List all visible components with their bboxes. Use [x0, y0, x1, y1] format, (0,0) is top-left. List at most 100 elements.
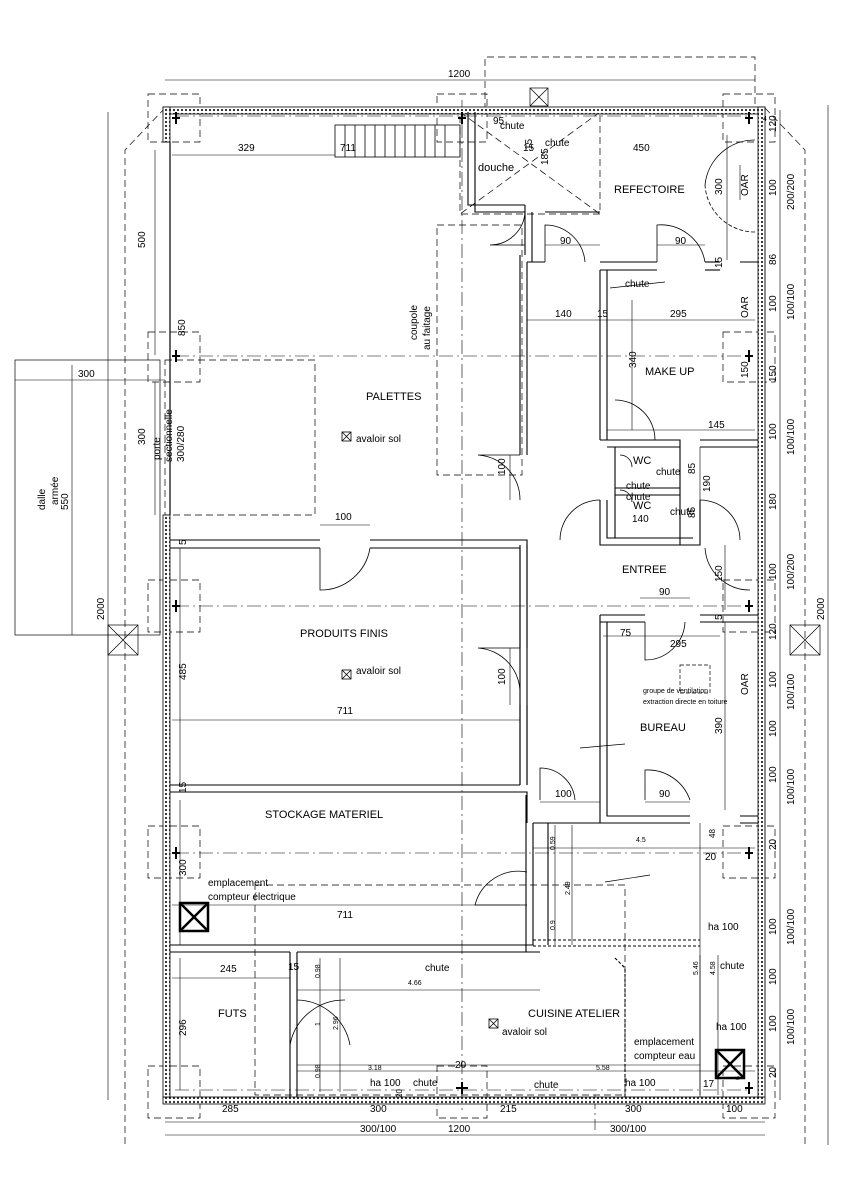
- dim-1: 1: [315, 1022, 322, 1026]
- dim-100-r4: 100: [768, 563, 779, 580]
- chute-label-4: chute: [656, 467, 681, 478]
- dim-100-100-e: 100/100: [786, 908, 797, 945]
- dim-100-b: 100: [555, 789, 572, 800]
- dim-15-f: 15: [714, 256, 725, 268]
- dim-15-d: 15: [178, 781, 189, 793]
- dim-100-r9: 100: [768, 968, 779, 985]
- dim-total-width-top: 1200: [448, 69, 471, 80]
- dalle-label-2: armée: [50, 476, 61, 505]
- dim-150-b: 150: [714, 565, 725, 582]
- water-meter-label-2: compteur eau: [634, 1051, 695, 1062]
- dim-total-height-left: 2000: [96, 597, 107, 620]
- floor-drain-icon: [341, 431, 499, 1029]
- dim-295-a: 295: [670, 309, 687, 320]
- oar-label-3: OAR: [740, 673, 751, 695]
- dim-190: 190: [702, 475, 713, 492]
- dim-300-porte: 300: [137, 428, 148, 445]
- dimension-texts: 1200 1200 329 711 95 15 450 90 90 140 15…: [78, 69, 767, 1135]
- dim-550: 550: [60, 493, 71, 510]
- room-refectoire: REFECTOIRE: [614, 184, 685, 196]
- chute-label-1: chute: [500, 121, 525, 132]
- electric-meter-icon: [178, 901, 210, 933]
- dim-185: 185: [540, 148, 551, 165]
- dim-100-r7: 100: [768, 766, 779, 783]
- columns: [172, 112, 753, 1094]
- dalle-label-1: dalle: [37, 488, 48, 510]
- room-produits-finis: PRODUITS FINIS: [300, 628, 388, 640]
- chute-label-11: chute: [534, 1080, 559, 1091]
- porte-label-2: sectionnelle: [164, 409, 175, 462]
- dim-300-slab: 300: [78, 369, 95, 380]
- room-wc-2: WC: [633, 500, 651, 512]
- water-meter-label-1: emplacement: [634, 1037, 694, 1048]
- dim-5-58: 5.58: [596, 1065, 610, 1072]
- dim-329: 329: [238, 143, 255, 154]
- dim-711-c: 711: [337, 910, 353, 921]
- dim-0-59: 0.59: [550, 836, 557, 850]
- dim-20-r2: 20: [768, 1066, 779, 1078]
- dim-17: 17: [703, 1079, 715, 1090]
- dim-300-bottom-a: 300: [370, 1104, 387, 1115]
- chute-label-2: chute: [545, 138, 570, 149]
- dim-5-a: 5: [178, 539, 189, 545]
- room-bureau: BUREAU: [640, 722, 686, 734]
- dim-5-46: 5.46: [693, 961, 700, 975]
- dim-75: 75: [620, 628, 632, 639]
- dim-20-c: 20: [395, 1089, 404, 1098]
- doors: [289, 139, 756, 1046]
- dim-total-height-right: 2000: [816, 597, 827, 620]
- dim-100-a: 100: [335, 512, 352, 523]
- dim-285: 285: [222, 1104, 239, 1115]
- dim-180: 180: [768, 493, 779, 510]
- annotations: avaloir sol avaloir sol avaloir sol empl…: [37, 121, 751, 1091]
- coupole-label-1: coupole: [409, 305, 420, 340]
- dim-90-a: 90: [560, 236, 572, 247]
- dim-711-b: 711: [337, 706, 353, 717]
- drain-label-1: avaloir sol: [356, 434, 401, 445]
- elec-meter-label-2: compteur électrique: [208, 892, 296, 903]
- dim-0-98-b: 0.98: [315, 1064, 322, 1078]
- dim-15-b: 15: [597, 309, 609, 320]
- dim-296: 296: [178, 1019, 189, 1036]
- dim-120-right-b: 120: [768, 623, 779, 640]
- outer-walls: [162, 106, 766, 1105]
- dim-4-5: 4.5: [636, 837, 646, 844]
- dim-15-e: 15: [524, 138, 535, 150]
- dashed-contours: [124, 56, 806, 1145]
- dim-300-bottom-b: 300: [625, 1104, 642, 1115]
- ha100-label-4: ha 100: [625, 1078, 656, 1089]
- dim-100-100-c: 100/100: [786, 673, 797, 710]
- dim-100-200: 100/200: [786, 553, 797, 590]
- ventilation-label-1: groupe de ventilation: [643, 688, 708, 695]
- dim-120-right-a: 120: [768, 115, 779, 132]
- coupole-label-2: au faitage: [422, 306, 433, 350]
- porte-label-1: porte: [152, 437, 163, 460]
- dim-100-r10: 100: [768, 1015, 779, 1032]
- dim-90-c: 90: [659, 587, 671, 598]
- dim-340: 340: [628, 351, 639, 368]
- room-labels: REFECTOIRE MAKE UP PALETTES PRODUITS FIN…: [218, 162, 695, 1020]
- dim-145: 145: [708, 420, 725, 431]
- dim-total-width-bottom: 1200: [448, 1124, 471, 1135]
- dim-15-c: 15: [288, 962, 300, 973]
- dim-2-96: 2.96: [333, 1016, 340, 1030]
- water-meter-icon: [714, 1048, 746, 1080]
- room-douche: douche: [478, 162, 514, 174]
- dim-5-b: 5: [714, 614, 725, 620]
- ha100-label-2: ha 100: [716, 1022, 747, 1033]
- dim-300-100-a: 300/100: [360, 1124, 397, 1135]
- dim-215: 215: [500, 1104, 517, 1115]
- axis-lines: [175, 100, 750, 1130]
- dim-20-b: 20: [705, 852, 717, 863]
- outside-elements: [14, 87, 821, 694]
- dim-100-r3: 100: [768, 423, 779, 440]
- chute-label-8: chute: [425, 963, 450, 974]
- dim-100-c: 100: [497, 458, 508, 475]
- interior-walls: [170, 112, 758, 1097]
- porte-label-3: 300/280: [176, 425, 187, 462]
- dim-20-a: 20: [455, 1060, 467, 1071]
- chute-label-5: chute: [626, 481, 651, 492]
- dim-90-d: 90: [659, 789, 671, 800]
- oar-label-2: OAR: [740, 296, 751, 318]
